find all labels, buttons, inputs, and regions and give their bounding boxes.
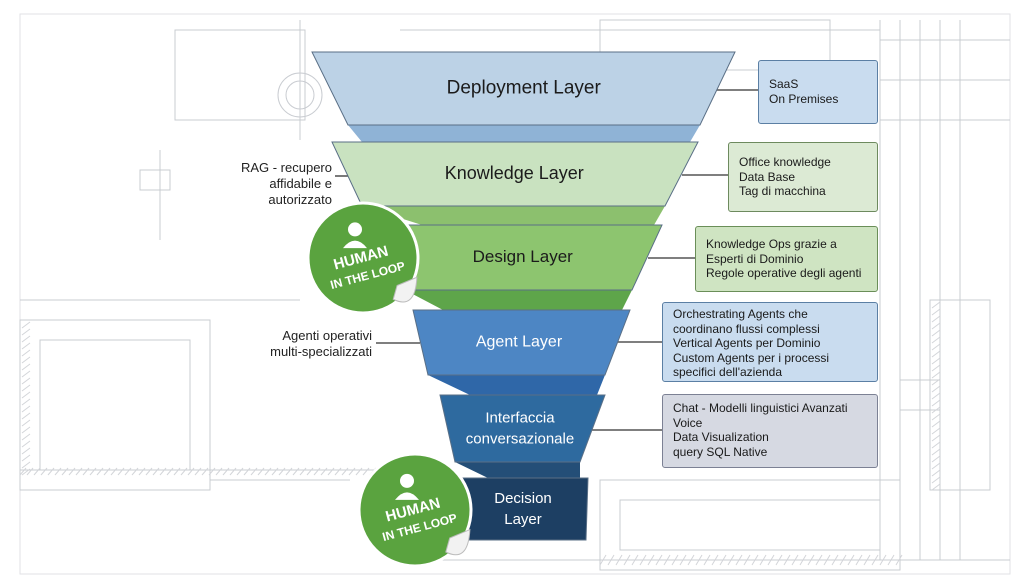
funnel-layer-0 [311, 51, 736, 126]
funnel-band-0 [348, 125, 700, 142]
funnel-layer-1 [331, 141, 699, 207]
box-3-line: coordinano flussi complessi [673, 321, 820, 336]
peel-corner [392, 276, 418, 303]
hatch-right [599, 301, 941, 566]
funnel-layer-5 [457, 477, 589, 541]
funnel-layer-4 [439, 394, 606, 463]
person-icon [343, 222, 367, 249]
box-4-line: Voice [673, 415, 703, 430]
box-1-line: Tag di macchina [739, 184, 826, 198]
box-0-line: On Premises [769, 91, 839, 106]
connector-lines [335, 89, 758, 431]
box-1-line: Data Base [739, 169, 796, 184]
layer-label-4-line2: conversazionale [466, 430, 574, 447]
box-4-line: Data Visualization [673, 430, 769, 444]
box-4-line: query SQL Native [673, 444, 768, 459]
funnel-layer-3 [412, 309, 631, 376]
box-3-line: Orchestrating Agents che [673, 307, 808, 321]
funnel-band-1 [362, 206, 665, 225]
side-label-line: Agenti operativi [282, 328, 372, 343]
box-2-line: Regole operative degli agenti [706, 266, 862, 280]
layer-label-4: Interfaccia [485, 409, 555, 426]
side-label-line: affidabile e [269, 176, 332, 191]
box-3-line: specifici dell'azienda [673, 365, 783, 379]
layer-label-3: Agent Layer [476, 334, 563, 351]
box-4-line: Chat - Modelli linguistici Avanzati [673, 401, 848, 415]
box-2-line: Knowledge Ops grazie a [706, 237, 837, 251]
side-label-line: RAG - recupero [240, 160, 332, 175]
box-1-line: Office knowledge [739, 155, 831, 169]
funnel-band-2 [405, 290, 632, 310]
box-3-line: Custom Agents per i processi [673, 350, 830, 365]
side-label-line: autorizzato [268, 192, 332, 207]
layer-label-5-line2: Layer [504, 511, 542, 528]
person-icon [395, 473, 419, 500]
box-2-line: Esperti di Dominio [706, 251, 804, 266]
funnel-band-3 [428, 375, 605, 395]
peel-corner [445, 528, 471, 556]
box-0-line: SaaS [769, 77, 799, 91]
layer-label-5: Decision [494, 490, 552, 507]
layer-label-0: Deployment Layer [447, 78, 602, 99]
box-3-line: Vertical Agents per Dominio [673, 336, 821, 350]
layer-label-1: Knowledge Layer [445, 163, 584, 183]
layer-label-2: Design Layer [473, 247, 574, 266]
side-label-line: multi-specializzati [270, 344, 372, 359]
funnel-band-4 [455, 462, 580, 478]
